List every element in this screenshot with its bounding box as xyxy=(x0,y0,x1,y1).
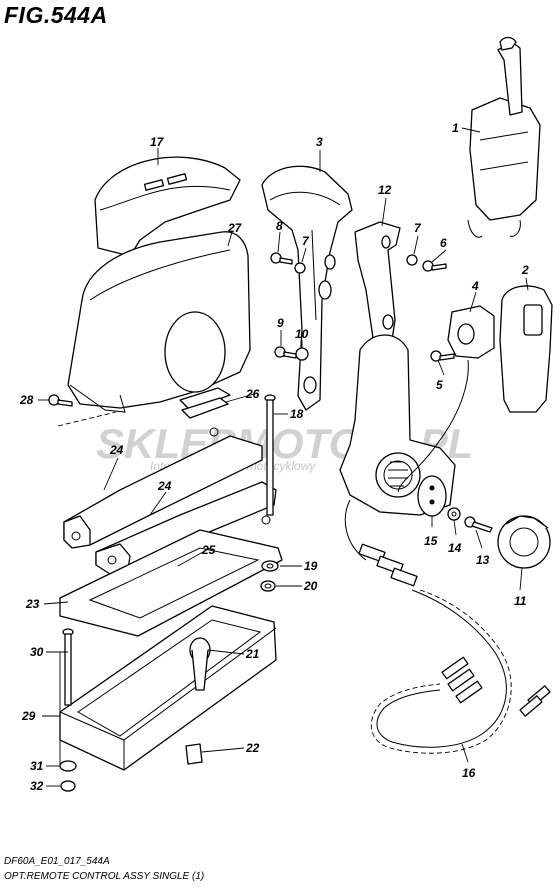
leader-lines xyxy=(38,127,529,787)
callout-22: 22 xyxy=(245,741,260,755)
part-11-cap xyxy=(497,515,551,569)
callout-27: 27 xyxy=(227,221,243,235)
callout-7-right: 7 xyxy=(414,221,422,235)
part-4-switch xyxy=(397,305,495,493)
callout-25: 25 xyxy=(201,543,216,557)
part-23-gasket xyxy=(59,515,283,637)
part-26-insert xyxy=(181,397,229,419)
callout-23: 23 xyxy=(25,597,40,611)
callout-20: 20 xyxy=(303,579,318,593)
control-lever-arm xyxy=(339,334,456,516)
callout-5: 5 xyxy=(436,378,443,392)
part-17-cover-top xyxy=(94,156,241,257)
part-16-wiring-harness xyxy=(344,499,551,754)
figure-title: FIG.544A xyxy=(4,2,108,28)
callout-24-lower: 24 xyxy=(157,479,172,493)
part-32-nut xyxy=(60,780,76,792)
callout-4: 4 xyxy=(471,279,479,293)
part-15-disc xyxy=(417,475,447,517)
small-fasteners-group xyxy=(270,252,455,362)
callout-12: 12 xyxy=(378,183,392,197)
callout-2: 2 xyxy=(521,263,529,277)
callout-3: 3 xyxy=(316,135,323,149)
callout-13: 13 xyxy=(476,553,490,567)
part-24-bracket-lower xyxy=(95,481,277,575)
figure-code: DF60A_E01_017_544A xyxy=(4,856,110,867)
callout-7-left: 7 xyxy=(302,234,310,248)
callout-6: 6 xyxy=(440,236,447,250)
callout-15: 15 xyxy=(424,534,438,548)
callout-32: 32 xyxy=(30,779,44,793)
part-3-bracket xyxy=(261,165,353,411)
figure-description: OPT:REMOTE CONTROL ASSY SINGLE (1) xyxy=(4,871,205,882)
callout-28: 28 xyxy=(19,393,34,407)
part-30-bolt xyxy=(62,628,74,706)
part-28-screw xyxy=(48,394,73,407)
part-13-screw xyxy=(464,516,493,533)
part-2-switch-cover xyxy=(499,285,553,413)
callout-18: 18 xyxy=(290,407,304,421)
callout-14: 14 xyxy=(448,541,462,555)
part-29-base xyxy=(59,605,277,771)
callout-11: 11 xyxy=(514,594,527,608)
callout-8: 8 xyxy=(276,219,283,233)
callout-31: 31 xyxy=(30,759,44,773)
part-19-washer xyxy=(261,560,279,572)
callout-29: 29 xyxy=(21,709,36,723)
part-12-plate xyxy=(354,221,401,346)
callout-17: 17 xyxy=(150,135,165,149)
part-14-washer xyxy=(447,507,461,521)
part-20-nut xyxy=(260,580,276,592)
callout-24-upper: 24 xyxy=(109,443,124,457)
callout-30: 30 xyxy=(30,645,44,659)
callout-21: 21 xyxy=(245,647,260,661)
callout-10: 10 xyxy=(295,327,309,341)
part-22-clip xyxy=(185,743,203,765)
callout-16: 16 xyxy=(462,766,476,780)
callout-labels: 1 2 3 4 5 6 7 7 8 9 10 11 12 13 14 15 16… xyxy=(19,121,529,793)
callout-26: 26 xyxy=(245,387,260,401)
callout-19: 19 xyxy=(304,559,318,573)
part-18-bolt xyxy=(264,394,276,516)
part-31-washer xyxy=(59,760,77,772)
callout-9: 9 xyxy=(277,316,284,330)
part-1-remote-control-box xyxy=(467,36,541,238)
part-24-bracket-upper xyxy=(63,427,263,549)
callout-1: 1 xyxy=(452,121,459,135)
part-27-main-cover xyxy=(67,231,251,413)
